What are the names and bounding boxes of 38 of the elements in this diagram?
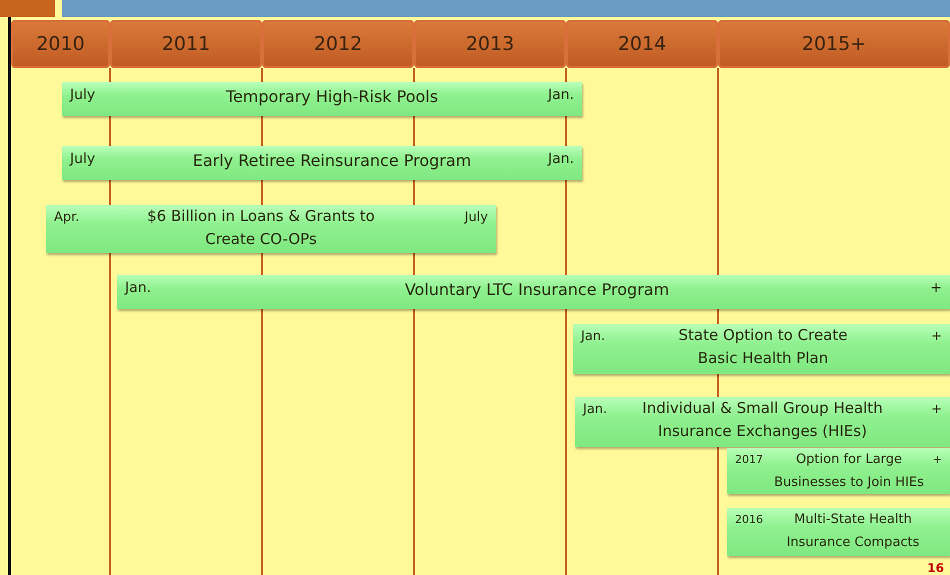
start-date: 2016 [735,513,763,526]
start-date: July [70,151,96,167]
end-date: July [464,210,488,225]
program-name: Temporary High-Risk Pools [224,86,440,108]
start-date: Apr. [54,210,80,225]
end-date: + [931,329,942,344]
timeline-bar [727,448,950,494]
end-date: Jan. [548,87,574,103]
program-name: Option for Large Businesses to Join HIEs [773,451,925,492]
start-date: Jan. [583,402,608,417]
year-header: 2010 [11,20,110,68]
start-date: July [70,87,96,103]
end-date: + [931,402,942,417]
start-date: 2017 [735,453,763,466]
start-date: Jan. [581,329,606,344]
timeline-bar [573,324,950,374]
timeline-bar [46,205,496,253]
program-name: Early Retiree Reinsurance Program [192,150,472,172]
timeline-bar [575,397,950,447]
timeline-bar [62,82,582,116]
year-header: 2015+ [718,20,950,68]
end-date: + [932,453,942,466]
program-name: $6 Billion in Loans & Grants to Create CO-OPs [146,206,376,250]
year-header: 2011 [110,20,262,68]
start-date: Jan. [125,280,152,296]
year-header: 2013 [414,20,566,68]
program-name: Voluntary LTC Insurance Program [404,279,670,301]
page-number: 16 [927,561,944,575]
timeline-bar [727,508,950,556]
year-header: 2012 [262,20,414,68]
end-date: + [930,280,942,296]
end-date: Jan. [548,151,574,167]
timeline-bar [117,275,950,309]
timeline-bar [62,146,582,180]
program-name: Individual & Small Group Health Insurance Exchanges (HIEs) [641,398,884,442]
program-name: State Option to Create Basic Health Plan [678,325,848,369]
program-name: Multi-State Health Insurance Compacts [786,511,920,552]
year-header: 2014 [566,20,718,68]
